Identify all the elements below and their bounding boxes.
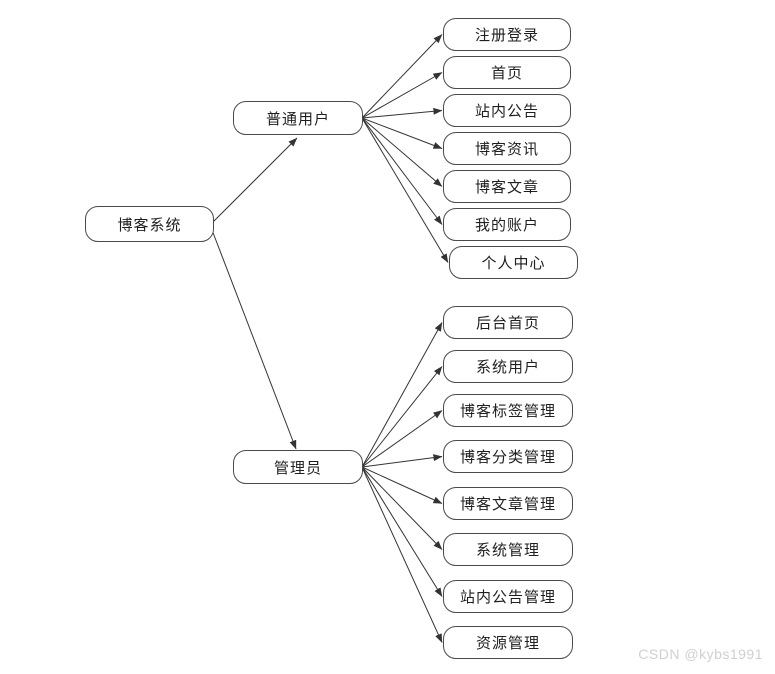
leaf-node: 博客文章 xyxy=(443,170,571,203)
leaf-node: 注册登录 xyxy=(443,18,571,51)
diagram-edge xyxy=(361,72,443,119)
leaf-node: 博客分类管理 xyxy=(443,440,573,473)
diagram-edge xyxy=(361,322,443,468)
leaf-node: 我的账户 xyxy=(443,208,571,241)
leaf-node: 系统用户 xyxy=(443,350,573,383)
diagram-edge xyxy=(361,466,443,597)
diagram-edge xyxy=(361,466,443,643)
diagram-edge xyxy=(361,117,449,263)
leaf-node: 资源管理 xyxy=(443,626,573,659)
diagram-edge xyxy=(361,366,443,468)
diagram-edge xyxy=(361,117,443,187)
branch-node-regular-user: 普通用户 xyxy=(233,101,363,135)
diagram-edge xyxy=(361,410,443,468)
leaf-node: 系统管理 xyxy=(443,533,573,566)
leaf-node: 博客文章管理 xyxy=(443,487,573,520)
leaf-node: 站内公告 xyxy=(443,94,571,127)
diagram-edge xyxy=(361,117,443,149)
leaf-node: 博客标签管理 xyxy=(443,394,573,427)
diagram-edge xyxy=(212,137,298,223)
leaf-node: 个人中心 xyxy=(449,246,578,279)
leaf-node: 博客资讯 xyxy=(443,132,571,165)
diagram-edge xyxy=(361,454,443,468)
root-node-blog-system: 博客系统 xyxy=(85,206,214,242)
diagram-edge xyxy=(211,229,297,450)
diagram-edge xyxy=(361,466,443,504)
diagram-edge xyxy=(361,107,443,119)
diagram-edge xyxy=(361,34,443,119)
branch-node-administrator: 管理员 xyxy=(233,450,363,484)
leaf-node: 站内公告管理 xyxy=(443,580,573,613)
diagram-edge xyxy=(361,466,443,550)
diagram-edge xyxy=(361,117,443,225)
leaf-node: 首页 xyxy=(443,56,571,89)
watermark: CSDN @kybs1991 xyxy=(638,646,763,662)
leaf-node: 后台首页 xyxy=(443,306,573,339)
